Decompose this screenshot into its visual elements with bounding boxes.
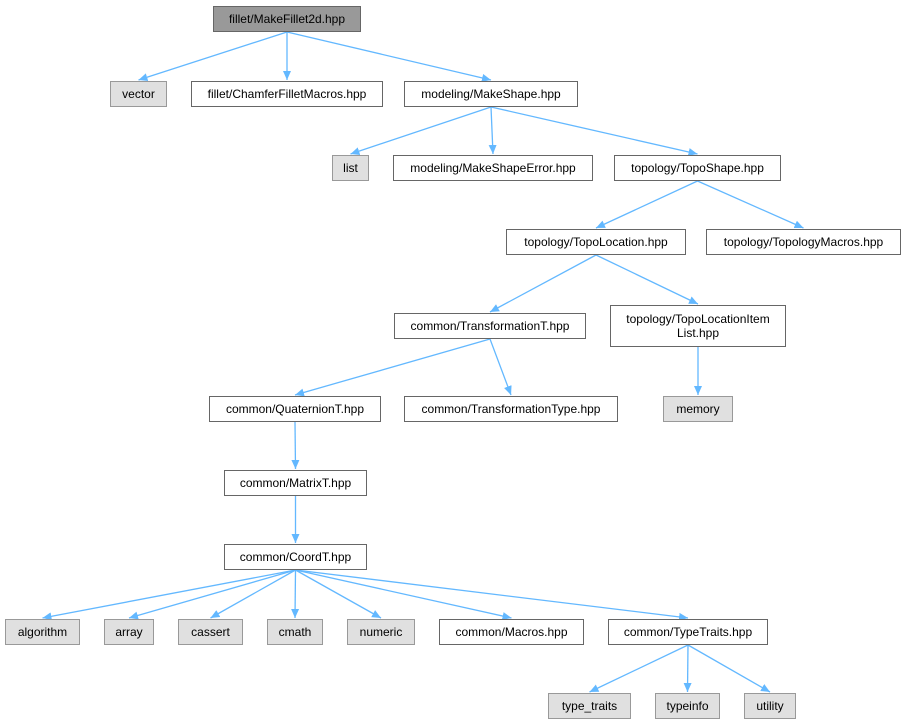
node-label: numeric <box>359 625 403 639</box>
node-cassert[interactable]: cassert <box>178 619 243 645</box>
edge-root-to-makeshape <box>286 31 492 82</box>
edge-makeshape-to-toposhape <box>490 106 698 156</box>
node-transformationtype[interactable]: common/TransformationType.hpp <box>404 396 618 422</box>
node-utility[interactable]: utility <box>744 693 796 719</box>
edge-toposhape-to-topologymacros <box>697 180 804 229</box>
edge-makeshape-to-list <box>350 106 492 155</box>
node-label: common/CoordT.hpp <box>239 550 352 564</box>
node-label: common/TransformationT.hpp <box>410 319 570 333</box>
node-makeshapeerror[interactable]: modeling/MakeShapeError.hpp <box>393 155 593 181</box>
node-memory[interactable]: memory <box>663 396 733 422</box>
node-label: common/TransformationType.hpp <box>421 402 601 416</box>
node-label: modeling/MakeShape.hpp <box>421 87 561 101</box>
node-label: memory <box>676 402 720 416</box>
node-label: typeinfo <box>666 699 709 713</box>
node-vector[interactable]: vector <box>110 81 167 107</box>
edge-typetraits-to-typeinfo <box>683 644 692 693</box>
node-transformationt[interactable]: common/TransformationT.hpp <box>394 313 586 339</box>
node-label: modeling/MakeShapeError.hpp <box>410 161 576 175</box>
node-typetraits[interactable]: common/TypeTraits.hpp <box>608 619 768 645</box>
node-label: topology/TopoShape.hpp <box>631 161 764 175</box>
node-root[interactable]: fillet/MakeFillet2d.hpp <box>213 6 361 32</box>
node-list[interactable]: list <box>332 155 369 181</box>
node-label: cmath <box>278 625 312 639</box>
node-typeinfo[interactable]: typeinfo <box>655 693 720 719</box>
node-label: array <box>115 625 143 639</box>
edge-topolocation-to-topolocationitemlist <box>595 254 699 305</box>
edge-toposhape-to-topolocation <box>595 180 698 229</box>
node-cmath[interactable]: cmath <box>267 619 323 645</box>
node-label: algorithm <box>17 625 68 639</box>
edge-transformationt-to-transformationtype <box>489 338 512 396</box>
node-label: vector <box>122 87 155 101</box>
node-label: type_traits <box>561 699 618 713</box>
edge-coord-to-cassert <box>210 569 296 619</box>
node-label-line: topology/TopoLocationItem <box>626 312 770 326</box>
edge-coord-to-array <box>128 569 296 620</box>
node-topologymacros[interactable]: topology/TopologyMacros.hpp <box>706 229 901 255</box>
node-label: common/QuaternionT.hpp <box>225 402 365 416</box>
edge-transformationt-to-quaternion <box>294 338 491 397</box>
edge-coord-to-cmath <box>291 569 300 619</box>
edge-root-to-vector <box>138 31 288 82</box>
node-makeshape[interactable]: modeling/MakeShape.hpp <box>404 81 578 107</box>
node-algorithm[interactable]: algorithm <box>5 619 80 645</box>
node-array[interactable]: array <box>104 619 154 645</box>
node-label-line: List.hpp <box>676 326 720 340</box>
node-matrix[interactable]: common/MatrixT.hpp <box>224 470 367 496</box>
node-toposhape[interactable]: topology/TopoShape.hpp <box>614 155 781 181</box>
node-coord[interactable]: common/CoordT.hpp <box>224 544 367 570</box>
node-topolocation[interactable]: topology/TopoLocation.hpp <box>506 229 686 255</box>
edge-coord-to-typetraits <box>295 569 689 621</box>
node-label: common/Macros.hpp <box>455 625 568 639</box>
edge-coord-to-macros <box>295 569 512 620</box>
node-chamfer[interactable]: fillet/ChamferFilletMacros.hpp <box>191 81 383 107</box>
node-label: utility <box>756 699 784 713</box>
node-macros[interactable]: common/Macros.hpp <box>439 619 584 645</box>
node-quaternion[interactable]: common/QuaternionT.hpp <box>209 396 381 422</box>
node-type_traits[interactable]: type_traits <box>548 693 631 719</box>
node-label: fillet/MakeFillet2d.hpp <box>228 12 346 26</box>
node-label: common/MatrixT.hpp <box>239 476 352 490</box>
edge-typetraits-to-type_traits <box>589 644 689 693</box>
node-numeric[interactable]: numeric <box>347 619 415 645</box>
edge-coord-to-numeric <box>295 569 382 619</box>
node-label: topology/TopologyMacros.hpp <box>723 235 884 249</box>
edge-coord-to-algorithm <box>42 569 296 621</box>
node-label: fillet/ChamferFilletMacros.hpp <box>207 87 367 101</box>
edge-typetraits-to-utility <box>687 644 771 693</box>
node-label: common/TypeTraits.hpp <box>623 625 753 639</box>
edge-topolocation-to-transformationt <box>489 254 597 313</box>
node-label: topology/TopoLocation.hpp <box>524 235 668 249</box>
node-label: list <box>343 161 358 175</box>
edge-makeshape-to-makeshapeerror <box>488 106 497 155</box>
edge-quaternion-to-matrix <box>291 421 300 470</box>
node-label: cassert <box>191 625 230 639</box>
